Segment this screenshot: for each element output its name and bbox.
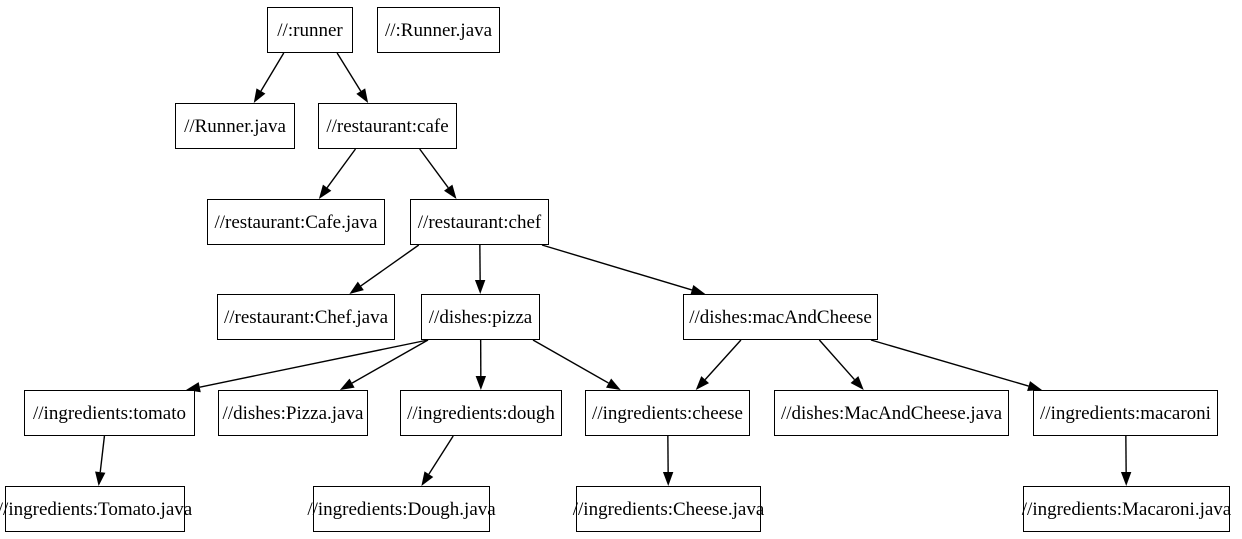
graph-node-chef: //restaurant:chef [410,199,549,245]
edge-pizza-to-pizza_java [351,339,429,384]
graph-node-mac_and_cheese: //dishes:macAndCheese [683,294,878,340]
graph-node-cheese_java: //ingredients:Cheese.java [573,486,764,532]
arrowhead-icon [606,378,621,390]
arrowhead-icon [421,471,434,486]
graph-node-tomato: //ingredients:tomato [24,390,195,436]
edge-pizza-to-tomato [199,339,429,388]
edge-pizza-to-cheese [532,339,609,384]
edge-mac_and_cheese-to-mac_and_cheese_java [818,339,855,380]
graph-node-chef_java: //restaurant:Chef.java [217,294,395,340]
graph-node-root_runner_java: //:Runner.java [377,7,500,53]
graph-node-macaroni: //ingredients:macaroni [1033,390,1218,436]
arrowhead-icon [95,471,106,486]
arrowhead-icon [690,284,706,295]
edge-tomato-to-tomato_java [99,435,106,473]
arrowhead-icon [695,376,709,390]
graph-node-cheese: //ingredients:cheese [585,390,750,436]
graph-node-runner_java: //Runner.java [175,103,295,149]
arrowhead-icon [339,378,355,390]
arrowhead-icon [662,471,674,486]
edge-mac_and_cheese-to-macaroni [870,339,1029,387]
arrowhead-icon [475,375,487,390]
graph-node-mac_and_cheese_java: //dishes:MacAndCheese.java [774,390,1009,436]
edge-runner-to-cafe [336,52,362,92]
graph-node-dough_java: //ingredients:Dough.java [307,486,496,532]
arrowhead-icon [1120,471,1132,486]
graph-node-pizza_java: //dishes:Pizza.java [218,390,368,436]
arrowhead-icon [356,88,369,103]
arrowhead-icon [318,184,332,199]
graph-node-runner: //:runner [267,7,353,53]
arrowhead-icon [253,88,266,103]
graph-node-tomato_java: //ingredients:Tomato.java [0,486,192,532]
edge-dough-to-dough_java [428,435,454,475]
graph-node-cafe_java: //restaurant:Cafe.java [207,199,385,245]
graph-node-macaroni_java: //ingredients:Macaroni.java [1022,486,1231,532]
graph-node-dough: //ingredients:dough [400,390,562,436]
edge-chef-to-chef_java [360,244,420,287]
edge-cafe-to-chef [419,148,449,189]
arrowhead-icon [474,279,486,294]
arrowhead-icon [444,184,457,199]
arrowhead-icon [850,376,864,390]
edge-mac_and_cheese-to-cheese [704,339,742,381]
edge-chef-to-mac_and_cheese [541,244,693,291]
graph-node-cafe: //restaurant:cafe [318,103,457,149]
arrowhead-icon [186,382,201,393]
graph-node-pizza: //dishes:pizza [421,294,540,340]
edge-cafe-to-cafe_java [326,148,357,189]
arrowhead-icon [1027,381,1042,392]
arrowhead-icon [349,281,364,294]
edge-runner-to-runner_java [260,52,285,92]
